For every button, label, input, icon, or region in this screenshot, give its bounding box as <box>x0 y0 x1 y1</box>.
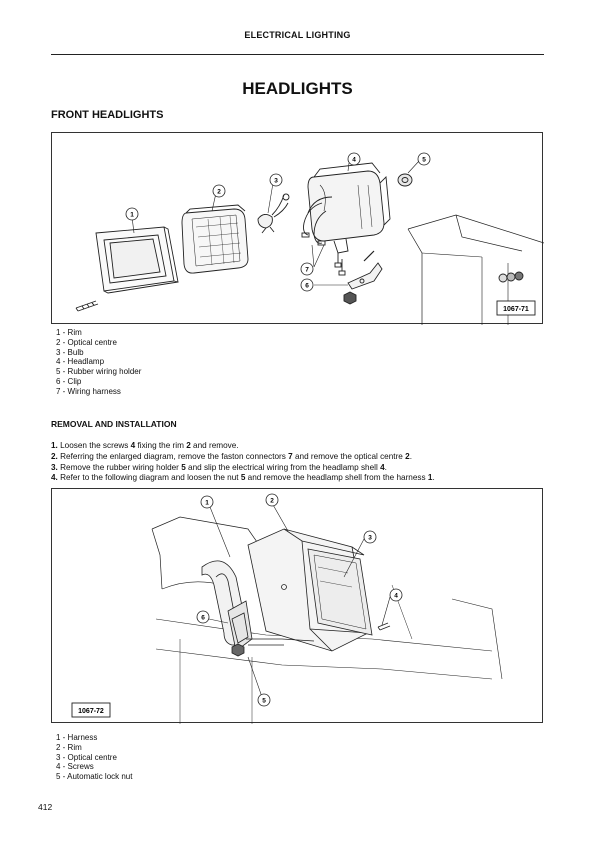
callout-6: 6 <box>300 278 314 292</box>
legend2-item: 1 - Harness <box>56 733 98 742</box>
callout-7: 7 <box>300 262 314 276</box>
rubber-holder-drawing <box>397 173 413 187</box>
section-heading: FRONT HEADLIGHTS <box>51 109 164 121</box>
legend-figure2: 1 - Harness 2 - Rim 3 - Optical centre 4… <box>56 733 132 782</box>
step-text: and remove the headlamp shell from the h… <box>245 473 428 483</box>
legend1-item: 5 - Rubber wiring holder <box>56 367 142 377</box>
callout-4-label: 4 <box>352 156 356 163</box>
figure1-reference: 1067-71 <box>496 300 536 316</box>
headlamp-body-drawing <box>247 528 373 652</box>
legend1-item: 4 - Headlamp <box>56 357 105 367</box>
callout-2: 2 <box>212 184 226 198</box>
step-text: Refer to the following diagram and loose… <box>57 473 241 483</box>
step-reference: 2 <box>405 451 410 461</box>
page-title: HEADLIGHTS <box>242 79 353 98</box>
callout-3-label: 3 <box>368 534 372 541</box>
callout-6: 6 <box>196 610 210 624</box>
callout-4: 4 <box>347 152 361 166</box>
callout-5-label: 5 <box>262 697 266 704</box>
legend1-item: 7 - Wiring harness <box>56 386 121 396</box>
removal-step: 4. Refer to the following diagram and lo… <box>51 473 435 484</box>
legend-figure1: 1 - Rim 2 - Optical centre 3 - Bulb 4 - … <box>56 328 141 397</box>
headlamp-shell-drawing <box>301 162 391 254</box>
step-reference: 4 <box>130 441 136 450</box>
step-reference: 2. <box>51 451 58 461</box>
step-text: and remove. <box>190 441 239 450</box>
callout-5: 5 <box>417 152 431 166</box>
step-text: fixing the rim <box>135 441 187 450</box>
legend1-item: 6 - Clip <box>56 376 82 386</box>
callout-2: 2 <box>265 493 279 507</box>
callout-6-label: 6 <box>305 282 309 289</box>
figure2-reference: 1067-72 <box>71 702 111 718</box>
callout-4: 4 <box>389 588 403 602</box>
callout-7-label: 7 <box>305 266 309 273</box>
bulb-drawing <box>257 193 290 234</box>
callout-3: 3 <box>363 530 377 544</box>
page-header: ELECTRICAL LIGHTING <box>244 30 351 40</box>
figure1-callouts: 1 2 3 4 5 6 7 <box>125 152 431 292</box>
step-reference: 7 <box>288 451 293 461</box>
rim-drawing <box>95 226 179 294</box>
callout-4-label: 4 <box>394 592 398 599</box>
step-text: and slip the electrical wiring from the … <box>185 462 381 472</box>
legend2-item: 3 - Optical centre <box>56 752 117 762</box>
callout-1-label: 1 <box>205 499 209 506</box>
figure1-reference-label: 1067-71 <box>503 306 529 313</box>
legend2-item: 5 - Automatic lock nut <box>56 772 133 782</box>
step-reference: 5 <box>181 462 186 472</box>
step-reference: 5 <box>240 473 246 483</box>
legend1-item: 3 - Bulb <box>56 347 84 357</box>
figure-exploded-headlight: 1 2 3 4 5 6 7 <box>51 132 544 325</box>
step-text: . <box>384 462 387 472</box>
header-rule <box>51 54 544 55</box>
removal-step: 3. Remove the rubber wiring holder 5 and… <box>51 463 435 474</box>
callout-3: 3 <box>269 173 283 187</box>
callout-1-label: 1 <box>130 211 134 218</box>
removal-heading: REMOVAL AND INSTALLATION <box>51 419 177 429</box>
step-reference: 2 <box>186 441 191 450</box>
legend1-item: 1 - Rim <box>56 328 82 337</box>
legend1-item: 2 - Optical centre <box>56 337 117 347</box>
figure2-reference-label: 1067-72 <box>78 708 104 715</box>
step-text: . <box>432 473 435 483</box>
step-reference: 1 <box>427 473 433 483</box>
step-reference: 1. <box>51 441 58 450</box>
callout-2-label: 2 <box>270 497 274 504</box>
step-text: Remove the rubber wiring holder <box>57 462 182 472</box>
callout-1: 1 <box>200 495 214 509</box>
exploded-headlight-drawing: 1 2 3 4 5 6 7 <box>75 152 544 325</box>
legend2-item: 4 - Screws <box>56 762 94 772</box>
callout-5: 5 <box>257 693 271 707</box>
removal-step: 2. Referring the enlarged diagram, remov… <box>51 452 435 463</box>
callout-2-label: 2 <box>217 188 221 195</box>
step-reference: 3. <box>51 462 58 472</box>
step-reference: 4 <box>380 462 385 472</box>
callout-3-label: 3 <box>274 177 278 184</box>
step-text: Referring the enlarged diagram, remove t… <box>57 451 289 461</box>
step-text: Loosen the screws <box>57 441 131 450</box>
callout-1: 1 <box>125 207 139 221</box>
figure2-callouts: 1 2 3 4 5 6 <box>196 493 403 707</box>
step-text: . <box>409 451 412 461</box>
callout-5-label: 5 <box>422 156 426 163</box>
step-reference: 4. <box>51 473 58 483</box>
step-text: and remove the optical centre <box>292 451 406 461</box>
figure-mounted-headlamp: 1 2 3 4 5 6 <box>51 488 543 724</box>
removal-step: 1. Loosen the screws 4 fixing the rim 2 … <box>51 441 435 452</box>
legend2-item: 2 - Rim <box>56 742 82 752</box>
callout-6-label: 6 <box>201 614 205 621</box>
optical-centre-drawing <box>181 204 249 274</box>
removal-steps: 1. Loosen the screws 4 fixing the rim 2 … <box>51 441 435 484</box>
page-number: 412 <box>38 802 53 812</box>
mount-bracket-drawing <box>227 600 315 652</box>
mounted-headlamp-drawing: 1 2 3 4 5 6 <box>71 493 503 724</box>
